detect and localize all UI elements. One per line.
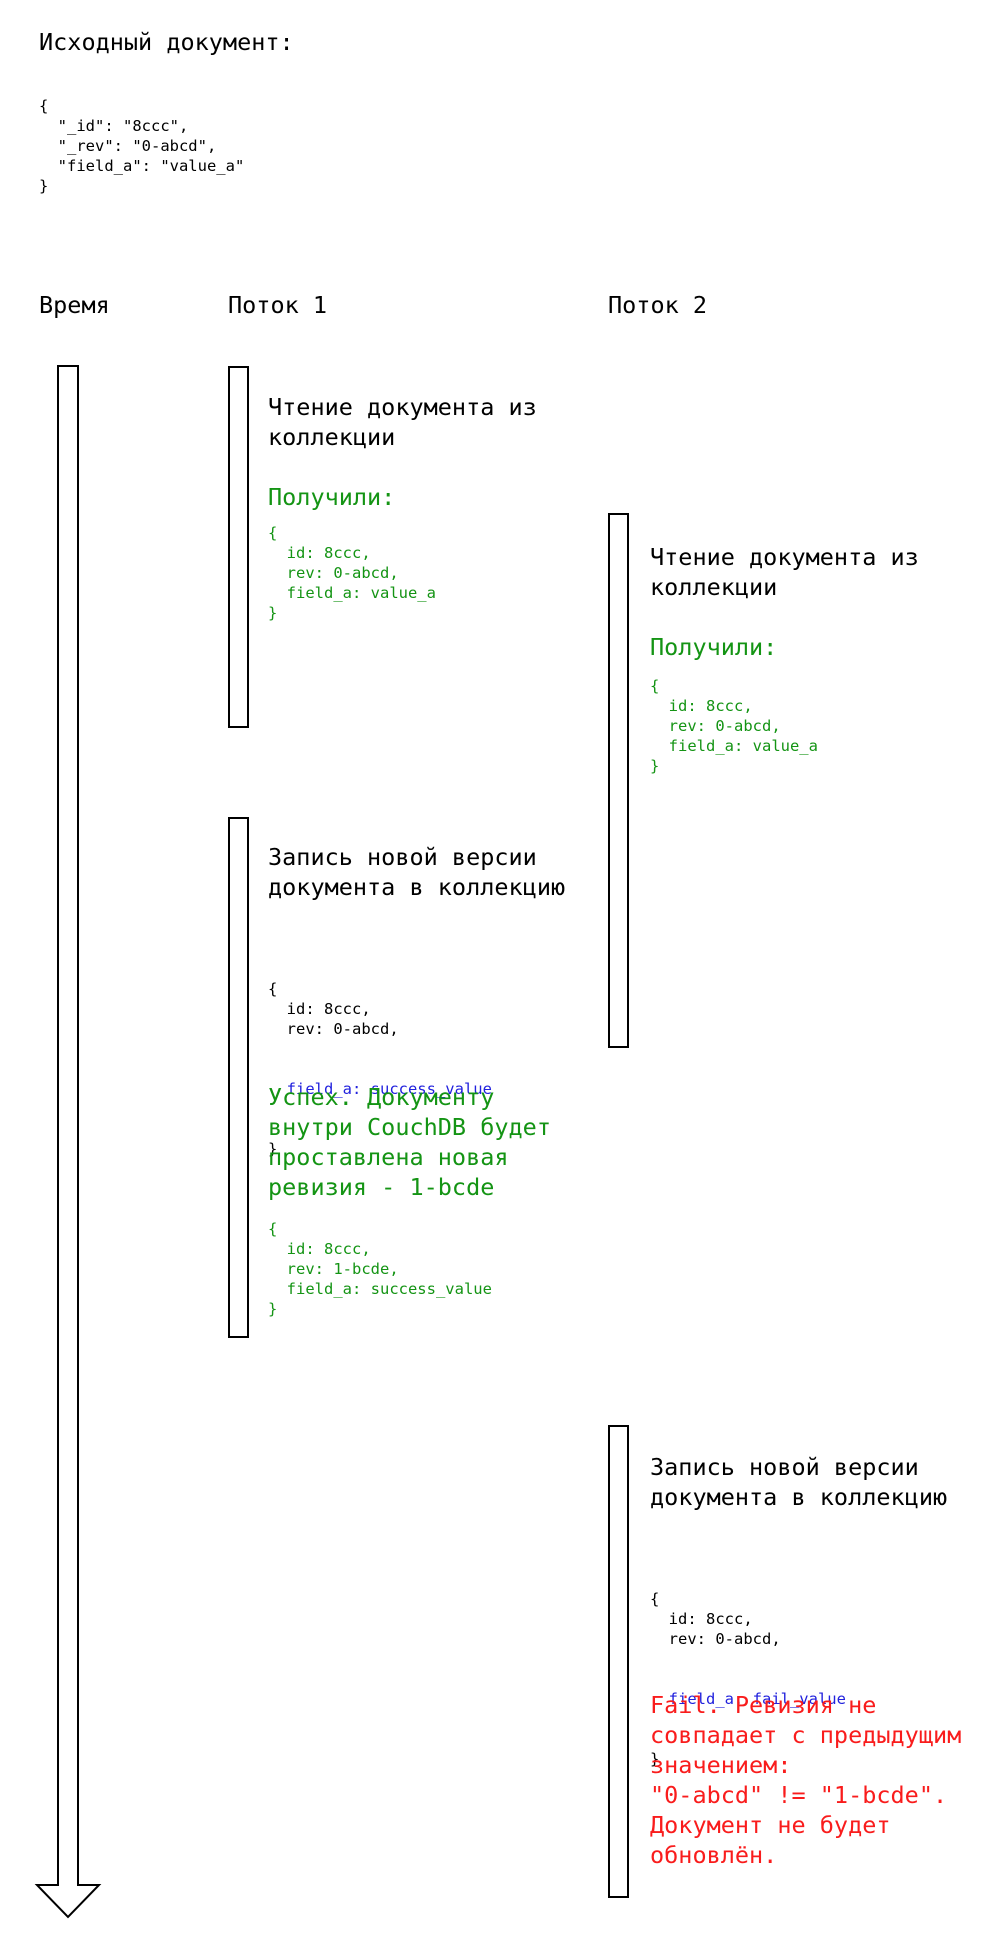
intro-source-document-json: { "_id": "8ccc", "_rev": "0-abcd", "fiel… <box>39 97 245 195</box>
thread1-header-label: Поток 1 <box>228 291 328 319</box>
time-arrow-shape <box>34 365 102 1919</box>
thread1-read-result-json: { id: 8ccc, rev: 0-abcd, field_a: value_… <box>268 524 436 622</box>
thread2-write-action-text: Запись новой версии документа в коллекци… <box>650 1453 948 1511</box>
thread1-success-status-text: Успех. Документу внутри CouchDB будет пр… <box>268 1083 551 1201</box>
thread1-write-action-text: Запись новой версии документа в коллекци… <box>268 843 566 901</box>
thread2-write-json-tail: } <box>650 1750 660 1768</box>
thread1-read-action-text: Чтение документа из коллекции <box>268 393 537 451</box>
thread2-fail-status-text: Fail. Ревизия не совпадает с предыдущим … <box>650 1691 962 1869</box>
thread1-activation-bar-read <box>228 366 249 728</box>
thread2-activation-bar-write <box>608 1425 629 1898</box>
time-axis-label: Время <box>39 291 110 319</box>
thread1-write-json-changed-line: field_a: success_value <box>268 1080 492 1098</box>
thread2-read-result-json: { id: 8ccc, rev: 0-abcd, field_a: value_… <box>650 677 818 775</box>
thread2-header-label: Поток 2 <box>608 291 708 319</box>
thread2-read-result-label: Получили: <box>650 633 778 661</box>
thread2-activation-bar-read <box>608 513 629 1048</box>
thread2-write-json-head: { id: 8ccc, rev: 0-abcd, <box>650 1590 781 1648</box>
thread1-read-result-label: Получили: <box>268 483 396 511</box>
thread1-activation-bar-write <box>228 817 249 1338</box>
thread1-new-revision-json: { id: 8ccc, rev: 1-bcde, field_a: succes… <box>268 1220 492 1318</box>
thread1-write-json: { id: 8ccc, rev: 0-abcd, field_a: succes… <box>268 939 492 1199</box>
thread2-read-action-text: Чтение документа из коллекции <box>650 543 919 601</box>
intro-title: Исходный документ: <box>39 28 294 56</box>
thread1-write-json-tail: } <box>268 1140 278 1158</box>
thread2-write-json-changed-line: field_a: fail_value <box>650 1690 846 1708</box>
thread1-write-json-head: { id: 8ccc, rev: 0-abcd, <box>268 980 399 1038</box>
thread2-write-json: { id: 8ccc, rev: 0-abcd, field_a: fail_v… <box>650 1549 846 1809</box>
